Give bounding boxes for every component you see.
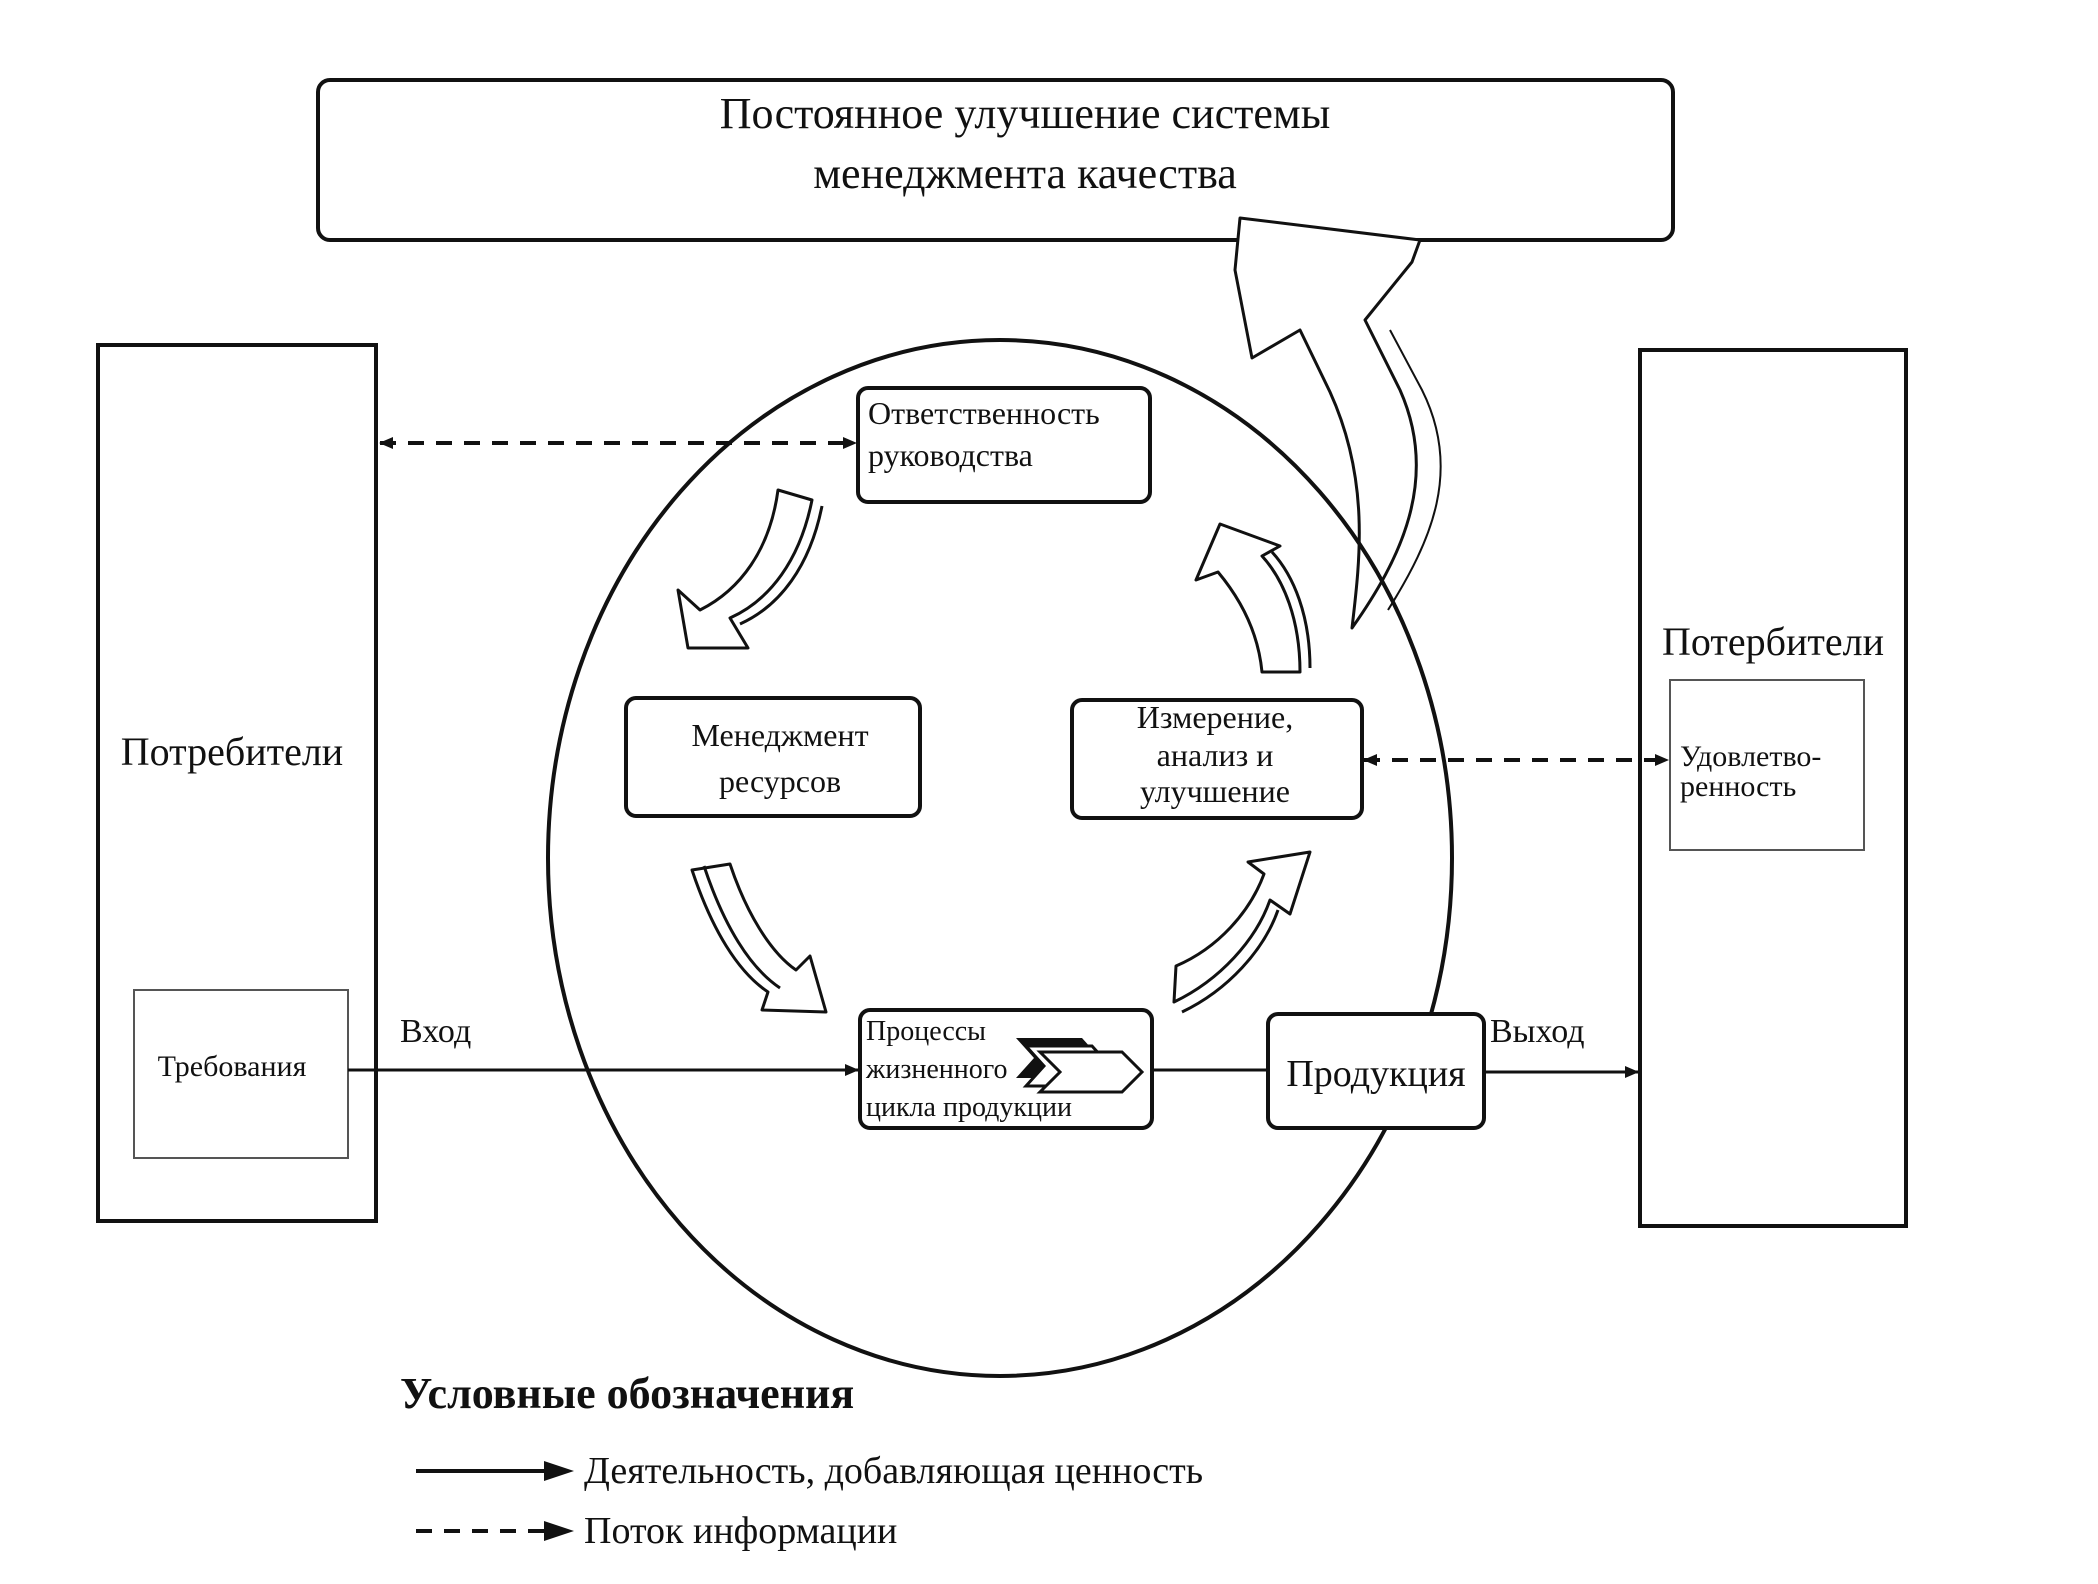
satisfaction-box (1669, 679, 1865, 851)
measurement-line3: улучшение (1140, 773, 1290, 809)
management-responsibility-line1: Ответственность (868, 395, 1100, 431)
continuous-improvement-line2: менеджмента качества (813, 149, 1237, 198)
cycle-arrow-top-left (676, 488, 824, 650)
management-responsibility-box (856, 386, 1152, 504)
cycle-arrow-top-right (1194, 522, 1312, 674)
legend-dashed-row: Поток информации (414, 1506, 897, 1556)
continuous-improvement-box (316, 78, 1675, 242)
requirements-box (133, 989, 349, 1159)
output-label: Выход (1490, 1013, 1585, 1050)
lifecycle-line1: Процессы (866, 1016, 986, 1047)
improvement-up-arrow-inner (1387, 329, 1442, 611)
chevron-icon (1036, 1050, 1145, 1094)
resource-management-line2: ресурсов (719, 763, 841, 799)
improvement-up-arrow (1233, 216, 1422, 630)
continuous-improvement-line1: Постоянное улучшение системы (720, 89, 1331, 138)
cycle-arrow-bottom-right (1172, 850, 1312, 1014)
legend-solid-row: Деятельность, добавляющая ценность (414, 1446, 1203, 1496)
product-label: Продукция (1286, 1053, 1465, 1095)
management-responsibility-line2: руководства (868, 437, 1033, 473)
input-label: Вход (400, 1013, 471, 1050)
process-cycle-circle (546, 338, 1454, 1378)
resource-management-box (624, 696, 922, 818)
resource-management-line1: Менеджмент (691, 717, 868, 753)
satisfaction-label-line2: ренность (1680, 770, 1796, 803)
lifecycle-line3: цикла продукции (866, 1092, 1072, 1123)
lifecycle-line2: жизненного (865, 1054, 1008, 1085)
measurement-line2: анализ и (1157, 737, 1274, 773)
measurement-line1: Измерение, (1137, 699, 1293, 735)
customers-left-title: Потребители (121, 729, 343, 774)
legend-solid-label: Деятельность, добавляющая ценность (584, 1450, 1204, 1492)
dashed-arrow-icon (416, 1521, 574, 1541)
cycle-arrow-bottom-left (690, 862, 828, 1014)
customers-right-title: Потербители (1662, 619, 1884, 664)
requirements-label: Требования (158, 1050, 307, 1083)
satisfaction-label-line1: Удовлетво- (1680, 740, 1821, 773)
solid-arrow-icon (416, 1461, 574, 1481)
legend-title: Условные обозначения (400, 1369, 855, 1418)
measurement-analysis-box (1070, 698, 1364, 820)
legend-dashed-label: Поток информации (584, 1510, 898, 1552)
